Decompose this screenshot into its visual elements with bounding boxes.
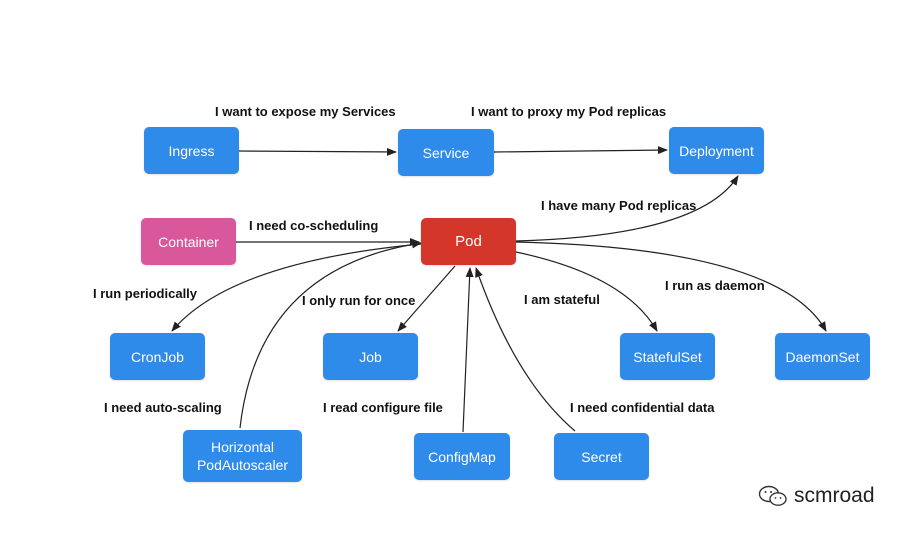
edge-pod-daemonset [515,241,827,332]
edge-configmap-pod [462,267,474,433]
node-container: Container [141,218,236,265]
label-stateful: I am stateful [524,292,600,307]
edge-service-deployment [493,146,668,155]
label-expose-services: I want to expose my Services [215,104,396,119]
edge-pod-cronjob [171,243,422,332]
node-secret: Secret [554,433,649,480]
node-daemonset: DaemonSet [775,333,870,380]
node-job: Job [323,333,418,380]
watermark-text: scmroad [794,484,875,507]
label-auto-scaling: I need auto-scaling [104,400,222,415]
label-many-pod-replicas: I have many Pod replicas [541,198,697,213]
label-configure-file: I read configure file [323,400,443,415]
label-daemon: I run as daemon [665,278,765,293]
wechat-icon [758,485,787,506]
label-confidential-data: I need confidential data [570,400,715,415]
label-proxy-pod-replicas: I want to proxy my Pod replicas [471,104,667,119]
edge-pod-job [397,265,456,332]
node-hpa-line2: PodAutoscaler [196,457,289,473]
node-cronjob: CronJob [110,333,205,380]
label-run-once: I only run for once [302,293,416,308]
label-run-periodically: I run periodically [93,286,198,301]
node-configmap: ConfigMap [414,433,510,480]
node-ingress: Ingress [144,127,239,174]
label-co-scheduling: I need co-scheduling [249,218,379,233]
edge-hpa-pod [239,240,422,429]
watermark: scmroad [758,484,875,508]
node-deployment: Deployment [669,127,764,174]
edge-ingress-service [238,147,397,156]
node-statefulset: StatefulSet [620,333,715,380]
edge-pod-deployment [515,175,739,242]
edge-secret-pod [475,267,576,432]
node-horizontal-pod-autoscaler: Horizontal PodAutoscaler [183,430,302,482]
node-hpa-line1: Horizontal [210,439,275,455]
node-service: Service [398,129,494,176]
node-pod: Pod [421,218,516,265]
edge-pod-statefulset [515,251,658,332]
